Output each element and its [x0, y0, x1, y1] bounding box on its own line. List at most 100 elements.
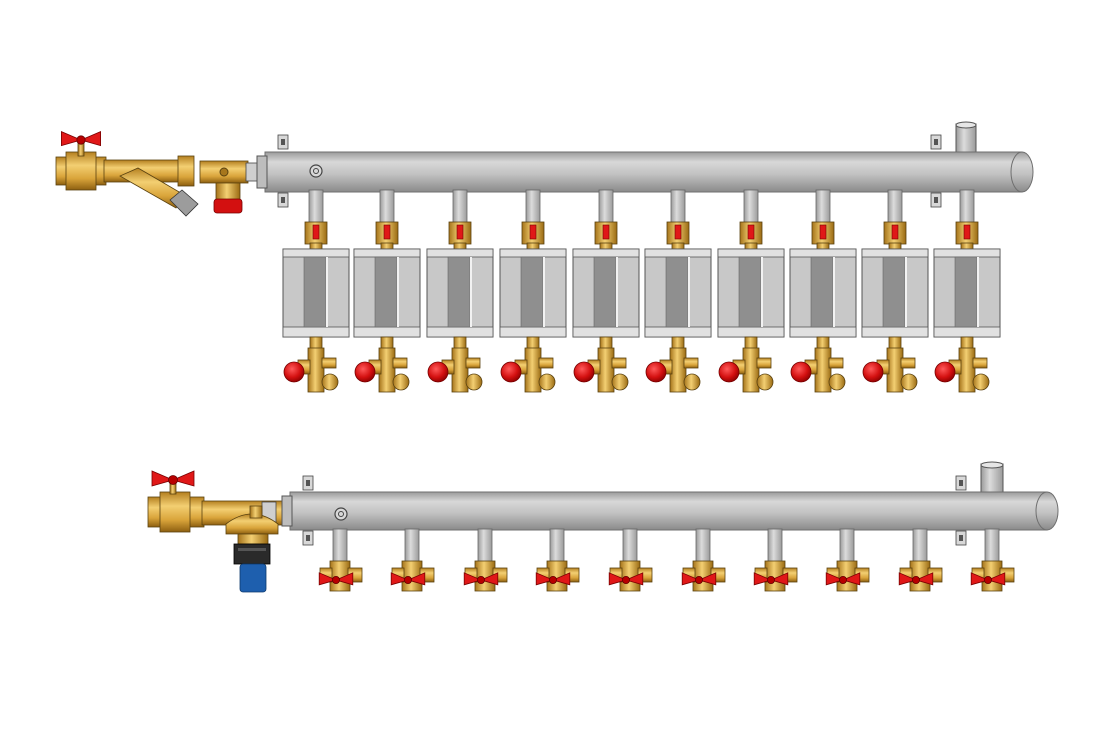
outlet-valve-body — [524, 347, 542, 393]
ball-valve-handle — [753, 572, 789, 586]
outlet-valve — [500, 336, 556, 393]
tee-port — [219, 167, 229, 177]
outlet-valve-neck — [309, 336, 323, 350]
ball-valve-handle — [390, 572, 426, 586]
handle-wing-left — [970, 572, 990, 586]
handle-wing-left — [898, 572, 918, 586]
flow-meter-highlight — [905, 257, 907, 327]
outlet-pipe-stub — [404, 528, 420, 564]
flow-valve-neck — [599, 242, 613, 250]
flow-meter — [933, 248, 1001, 338]
flow-meter-top-band — [789, 248, 857, 258]
outlet-valve — [934, 336, 990, 393]
flow-valve-neck — [816, 242, 830, 250]
handle-wing-right — [697, 572, 717, 586]
handle-wing-right — [914, 572, 934, 586]
regulator-neck — [237, 533, 269, 545]
upper-bracket-right-bottom — [930, 192, 942, 208]
handle-wing-left — [608, 572, 628, 586]
lower-manifold — [147, 461, 1059, 593]
flow-valve-red-knob — [312, 224, 320, 240]
flow-meter-window — [447, 256, 471, 328]
flow-meter-window — [303, 256, 327, 328]
flow-valve-red-knob — [674, 224, 682, 240]
flow-meter-bottom-band — [353, 326, 421, 338]
flow-valve-neck — [453, 242, 467, 250]
manifold-bar — [281, 491, 1059, 531]
flow-meter — [717, 248, 785, 338]
handle-hub — [695, 576, 704, 585]
flow-meter-top-band — [717, 248, 785, 258]
handle-wing-left — [753, 572, 773, 586]
outlet-valve-right-arm — [900, 357, 916, 369]
upper-bracket-left-bottom — [277, 192, 289, 208]
handle-wing-right — [479, 572, 499, 586]
outlet-valve-right-arm — [972, 357, 988, 369]
strainer-outlet-nut — [177, 155, 195, 187]
outlet-valve-nut — [465, 373, 483, 391]
upper-outlet-8 — [789, 189, 857, 393]
flow-meter-window — [593, 256, 617, 328]
outlet-valve-nut — [900, 373, 918, 391]
lower-bracket-right-top — [955, 475, 967, 491]
inlet-valve-handle — [151, 470, 195, 487]
lower-outlet-10 — [970, 528, 1015, 592]
flow-meter-bottom-band — [861, 326, 929, 338]
outlet-valve-body — [597, 347, 615, 393]
outlet-valve-neck — [453, 336, 467, 350]
outlet-valve-body — [669, 347, 687, 393]
outlet-pipe-stub — [959, 189, 975, 225]
manifold-pipe — [264, 151, 1023, 193]
red-cap — [573, 361, 595, 383]
inlet-ball-valve-nut — [65, 151, 97, 191]
outlet-pipe-stub — [912, 528, 928, 564]
flow-meter-window — [665, 256, 689, 328]
flow-meter-window — [882, 256, 906, 328]
flow-valve-neck — [380, 242, 394, 250]
flow-meter-window — [520, 256, 544, 328]
outlet-pipe-stub — [743, 189, 759, 225]
bracket-hole — [959, 535, 963, 541]
flow-valve-red-knob — [891, 224, 899, 240]
flow-meter-bottom-band — [933, 326, 1001, 338]
red-cap — [645, 361, 667, 383]
handle-hub — [984, 576, 993, 585]
outlet-valve — [645, 336, 701, 393]
flow-valve-red-knob — [529, 224, 537, 240]
handle-hub — [331, 576, 340, 585]
strainer-cap — [169, 189, 199, 217]
outlet-pipe-stub — [815, 189, 831, 225]
flow-valve-neck — [960, 242, 974, 250]
outlet-valve-nut — [828, 373, 846, 391]
handle-hub — [168, 475, 178, 485]
outlet-valve-nut — [756, 373, 774, 391]
flow-meter-highlight — [977, 257, 979, 327]
outlet-valve — [790, 336, 846, 393]
outlet-valve — [862, 336, 918, 393]
outlet-valve-body — [814, 347, 832, 393]
upper-outlet-9 — [861, 189, 929, 393]
flow-valve-neck — [309, 242, 323, 250]
red-cap — [283, 361, 305, 383]
handle-wing-right — [624, 572, 644, 586]
manifold-bar — [256, 151, 1034, 193]
flow-meter-window — [738, 256, 762, 328]
handle-wing-right — [769, 572, 789, 586]
outlet-valve — [718, 336, 774, 393]
handle-hub — [476, 576, 485, 585]
manifold-pipe — [289, 491, 1048, 531]
handle-wing-left — [535, 572, 555, 586]
bracket-hole — [934, 139, 938, 145]
upper-outlet-4 — [499, 189, 567, 393]
flow-valve-red-knob — [819, 224, 827, 240]
outlet-pipe-stub — [670, 189, 686, 225]
flow-meter — [426, 248, 494, 338]
outlet-pipe-stub — [452, 189, 468, 225]
flow-meter-top-band — [499, 248, 567, 258]
outlet-pipe-stub — [695, 528, 711, 564]
flow-meter-bottom-band — [717, 326, 785, 338]
flow-meter-bottom-band — [426, 326, 494, 338]
bracket-hole — [959, 480, 963, 486]
outlet-valve-nut — [321, 373, 339, 391]
outlet-valve-right-arm — [756, 357, 772, 369]
